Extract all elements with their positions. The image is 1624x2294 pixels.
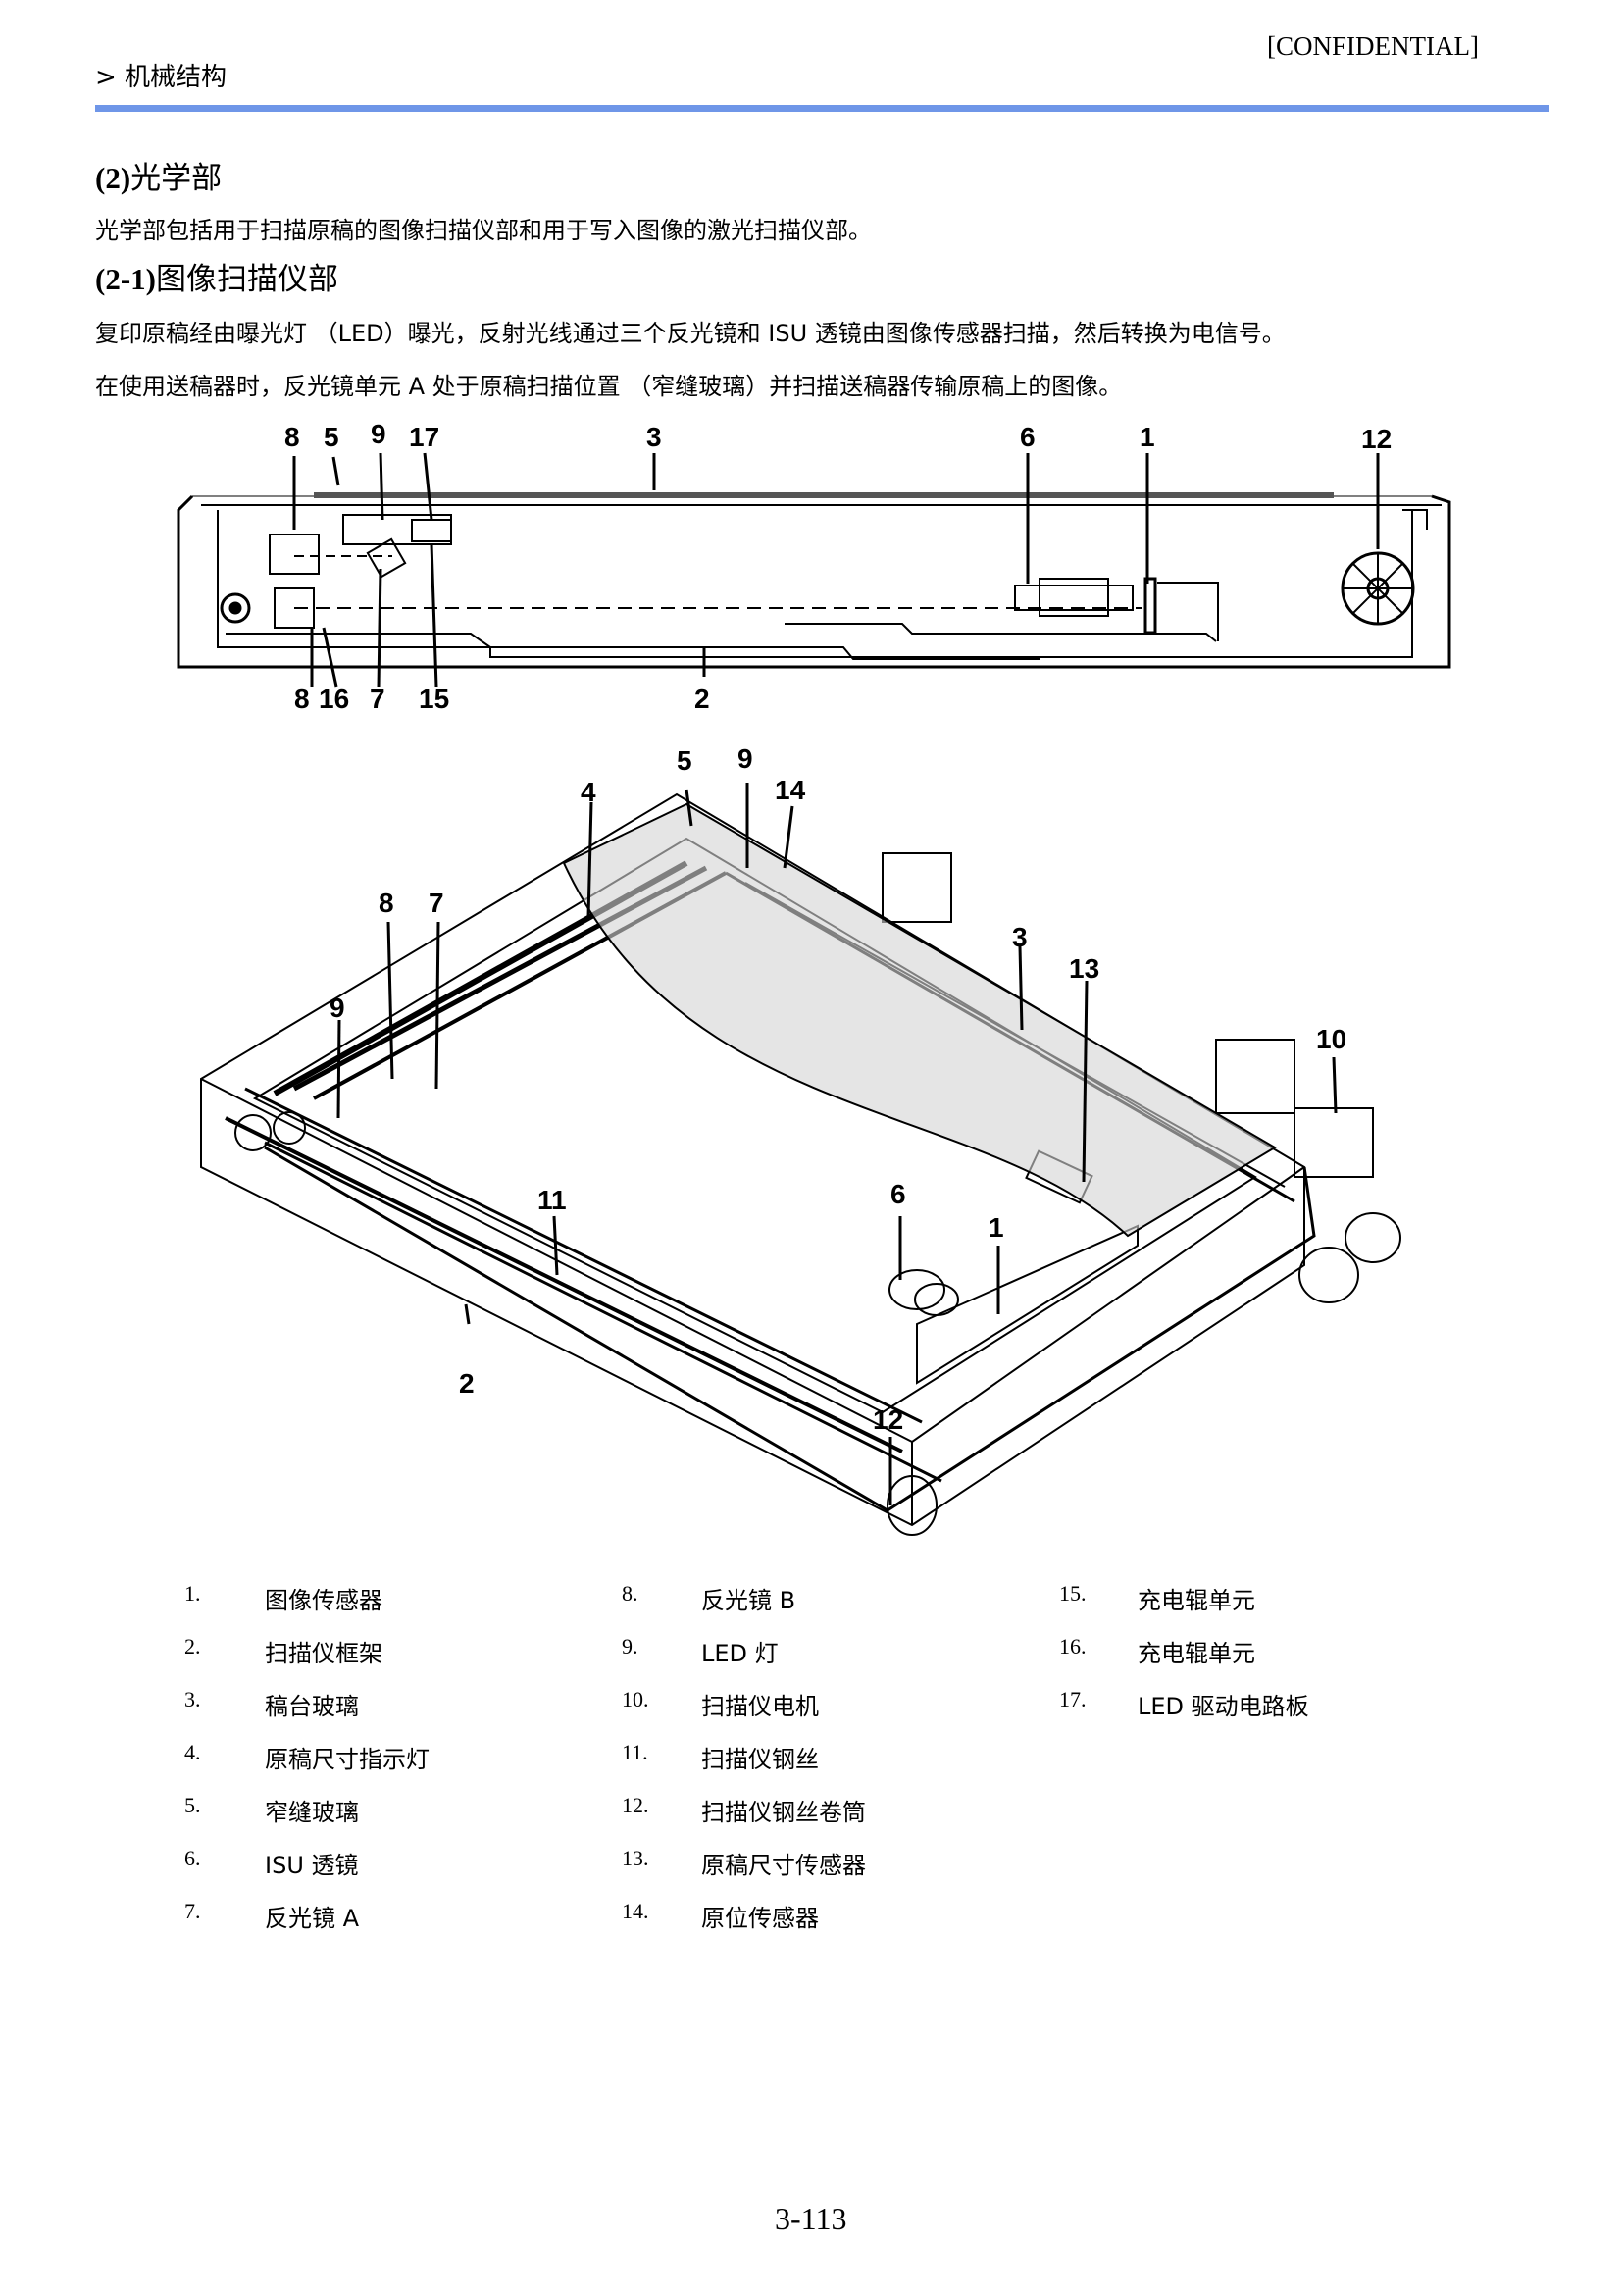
callout-iso-12: 12: [873, 1404, 904, 1435]
legend-label: 原稿尺寸传感器: [701, 1852, 866, 1879]
callout-iso-6: 6: [890, 1179, 906, 1209]
legend-label: 扫描仪框架: [265, 1640, 382, 1667]
callout-top-3: 3: [646, 422, 662, 452]
legend-label: 原稿尺寸指示灯: [265, 1746, 430, 1773]
legend-number: 13.: [622, 1846, 649, 1870]
legend-number: 4.: [184, 1740, 201, 1764]
callout-iso-10: 10: [1316, 1024, 1347, 1054]
confidential-mark: [CONFIDENTIAL]: [1267, 31, 1479, 61]
legend-number: 11.: [622, 1740, 648, 1764]
legend-number: 15.: [1059, 1581, 1087, 1606]
callout-top-9: 9: [371, 419, 386, 449]
subsection-heading: (2-1)图像扫描仪部: [95, 254, 338, 298]
legend-label: 反光镜 B: [701, 1587, 796, 1614]
callout-iso-5: 5: [677, 745, 692, 776]
page-number: 3-113: [775, 2201, 847, 2236]
callout-iso-1: 1: [989, 1212, 1004, 1243]
callout-top-17: 17: [409, 422, 440, 452]
legend-label: 充电辊单元: [1138, 1587, 1255, 1614]
callout-iso-9a: 9: [737, 743, 753, 774]
legend-label: 扫描仪钢丝: [701, 1746, 819, 1773]
legend-number: 12.: [622, 1793, 649, 1817]
legend-number: 1.: [184, 1581, 201, 1606]
callout-iso-8: 8: [379, 888, 394, 918]
legend-number: 16.: [1059, 1634, 1087, 1658]
callout-bottom-7: 7: [370, 684, 385, 714]
legend-number: 3.: [184, 1687, 201, 1711]
legend-number: 17.: [1059, 1687, 1087, 1711]
callout-top-8: 8: [284, 422, 300, 452]
legend-label: 原位传感器: [701, 1905, 819, 1932]
header-rule: [95, 105, 1549, 112]
callout-iso-2: 2: [459, 1368, 475, 1399]
legend-label: 图像传感器: [265, 1587, 382, 1614]
callout-top-1: 1: [1140, 422, 1155, 452]
callout-iso-11: 11: [537, 1185, 567, 1215]
subsection-heading-number: (2-1): [95, 262, 156, 296]
legend-label: 扫描仪电机: [701, 1693, 819, 1720]
callout-bottom-15: 15: [419, 684, 450, 714]
callout-top-6: 6: [1020, 422, 1036, 452]
section-intro: 光学部包括用于扫描原稿的图像扫描仪部和用于写入图像的激光扫描仪部。: [95, 217, 872, 244]
callout-iso-9b: 9: [330, 993, 345, 1023]
callout-iso-3: 3: [1012, 922, 1028, 952]
subsection-paragraph-1: 复印原稿经由曝光灯 （LED）曝光，反射光线通过三个反光镜和 ISU 透镜由图像…: [95, 320, 1286, 347]
section-heading: (2)光学部: [95, 153, 222, 197]
legend-number: 14.: [622, 1899, 649, 1923]
callout-iso-4: 4: [581, 777, 596, 807]
legend-label: ISU 透镜: [265, 1852, 359, 1879]
legend-number: 10.: [622, 1687, 649, 1711]
callout-iso-7: 7: [429, 888, 444, 918]
legend-label: LED 驱动电路板: [1138, 1693, 1309, 1720]
legend-label: LED 灯: [701, 1640, 779, 1667]
legend-number: 8.: [622, 1581, 638, 1606]
callout-bottom-2: 2: [694, 684, 710, 714]
legend-number: 5.: [184, 1793, 201, 1817]
subsection-heading-text: 图像扫描仪部: [155, 262, 338, 297]
callout-bottom-16: 16: [319, 684, 350, 714]
legend-label: 窄缝玻璃: [265, 1799, 359, 1826]
breadcrumb: > 机械结构: [95, 63, 228, 92]
legend-label: 反光镜 A: [265, 1905, 360, 1932]
legend-number: 9.: [622, 1634, 638, 1658]
callout-top-5: 5: [324, 422, 339, 452]
legend-number: 6.: [184, 1846, 201, 1870]
legend-number: 7.: [184, 1899, 201, 1923]
section-heading-text: 光学部: [130, 161, 223, 196]
legend-label: 稿台玻璃: [265, 1693, 359, 1720]
section-heading-number: (2): [95, 161, 131, 195]
callout-bottom-8: 8: [294, 684, 310, 714]
legend-number: 2.: [184, 1634, 201, 1658]
legend-label: 扫描仪钢丝卷筒: [701, 1799, 866, 1826]
callout-iso-13: 13: [1069, 953, 1100, 984]
callout-iso-14: 14: [775, 775, 806, 805]
legend-label: 充电辊单元: [1138, 1640, 1255, 1667]
callout-top-12: 12: [1361, 424, 1393, 454]
subsection-paragraph-2: 在使用送稿器时，反光镜单元 A 处于原稿扫描位置 （窄缝玻璃）并扫描送稿器传输原…: [95, 373, 1123, 400]
